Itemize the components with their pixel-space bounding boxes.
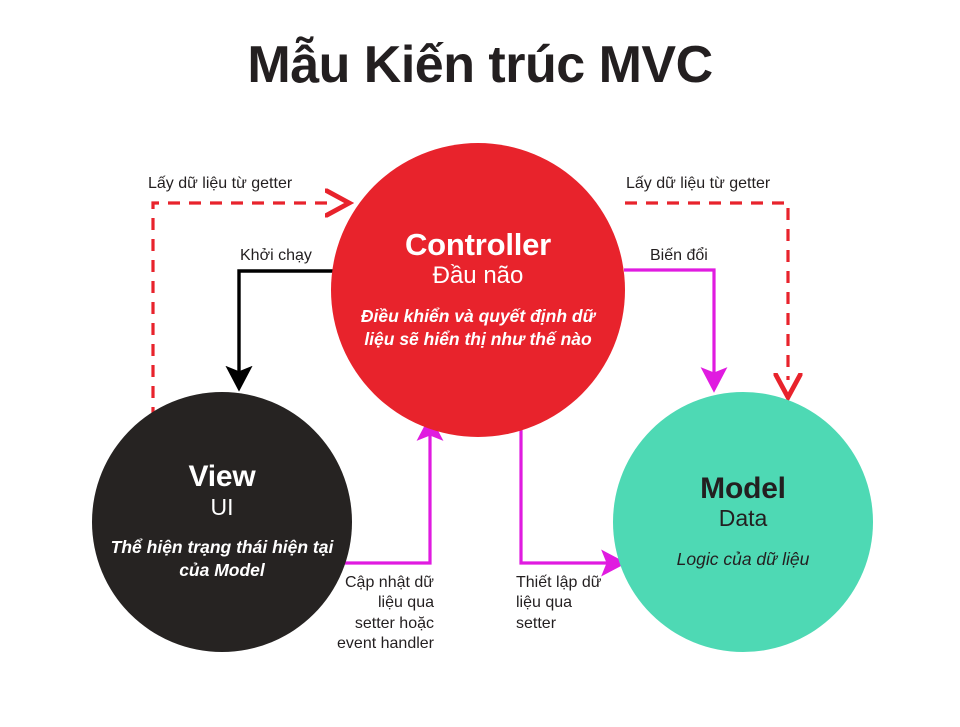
arrow-controller-to-view-launch	[225, 269, 333, 392]
node-view-subtitle: UI	[210, 493, 234, 520]
arrow-model-to-controller-getter	[625, 201, 788, 380]
page-title: Mẫu Kiến trúc MVC	[247, 36, 713, 94]
node-controller-description: Điều khiển và quyết định dữ liệu sẽ hiển…	[360, 305, 596, 350]
node-view-title: View	[188, 460, 256, 494]
node-model-description: Logic của dữ liệu	[676, 548, 810, 569]
arrow-view-to-controller-getter	[151, 203, 332, 440]
edge-label-controller-to-model-set: Thiết lập dữ liệu qua setter	[516, 574, 602, 632]
node-controller-title: Controller	[404, 226, 552, 262]
edge-label-controller-to-model-transform: Biến đổi	[650, 247, 708, 264]
node-view[interactable]: View UI Thể hiện trạng thái hiện tại của…	[92, 392, 352, 652]
arrow-controller-to-model-transform	[624, 268, 728, 393]
node-model-subtitle: Data	[718, 505, 768, 532]
arrow-controller-to-model-set	[519, 428, 627, 577]
edge-label-controller-to-view-launch: Khởi chạy	[240, 247, 312, 264]
node-model[interactable]: Model Data Logic của dữ liệu	[613, 392, 873, 652]
node-view-description: Thể hiện trạng thái hiện tại của Model	[110, 537, 334, 581]
arrow-view-to-controller-update	[337, 415, 444, 565]
node-controller[interactable]: Controller Đầu não Điều khiển và quyết đ…	[331, 143, 625, 437]
edge-label-view-to-controller-update: Cập nhật dữ liệu qua setter hoặc event h…	[337, 574, 434, 653]
edge-label-view-to-controller-getter: Lấy dữ liệu từ getter	[148, 175, 293, 192]
node-model-title: Model	[700, 471, 786, 505]
edge-label-model-to-controller-getter: Lấy dữ liệu từ getter	[626, 175, 771, 192]
node-controller-subtitle: Đầu não	[432, 262, 524, 290]
